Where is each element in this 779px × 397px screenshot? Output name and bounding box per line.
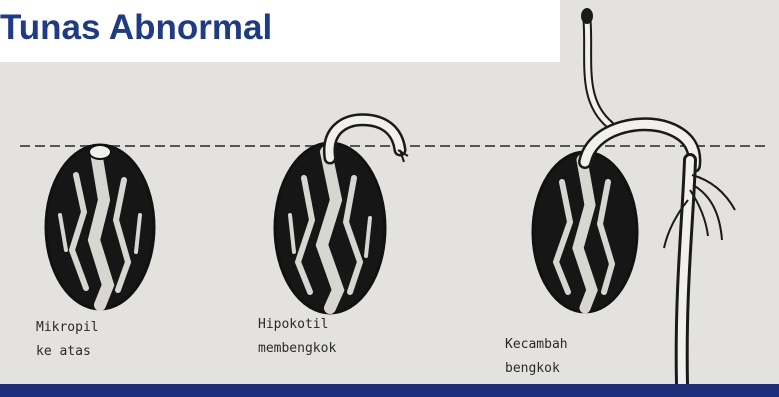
shoot-tip [581,8,593,24]
page-title: Tunas Abnormal [0,8,272,48]
caption-line: Hipokotil [258,313,336,337]
seed-micropyle-up [46,145,154,309]
caption-seedling-bent: Kecambah bengkok [505,333,568,381]
caption-line: membengkok [258,337,336,361]
caption-micropyle-up: Mikropil ke atas [36,316,99,364]
caption-line: Kecambah [505,333,568,357]
bottom-bar [0,384,779,397]
caption-line: ke atas [36,340,99,364]
caption-line: bengkok [505,357,568,381]
caption-line: Mikropil [36,316,99,340]
seed-hypocotyl-bent [275,120,408,313]
micropyle [89,145,111,159]
seed-drawing-photo: Mikropil ke atas Hipokotil membengkok Ke… [0,0,779,384]
seed-seedling-bent [533,8,735,384]
caption-hypocotyl-bent: Hipokotil membengkok [258,313,336,361]
seed-illustration [0,0,779,384]
